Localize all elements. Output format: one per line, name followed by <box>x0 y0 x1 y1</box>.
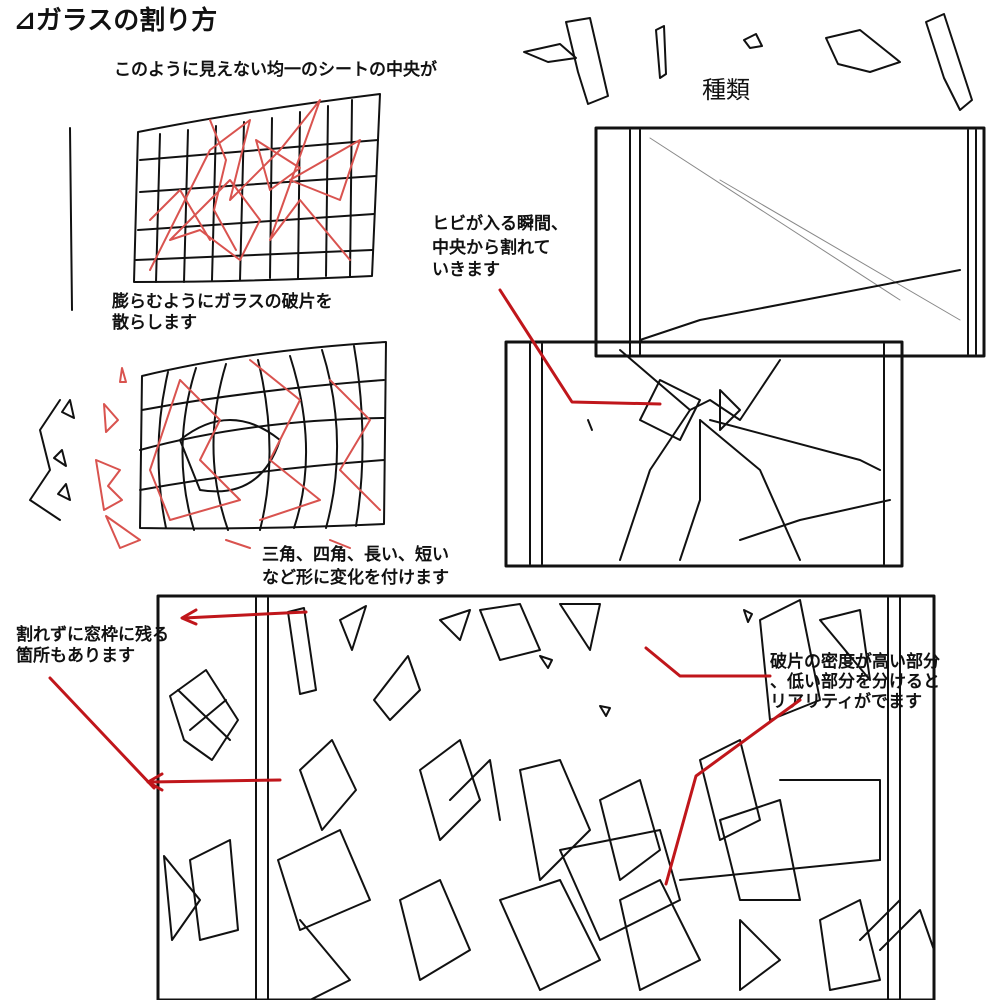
crack-callout-line <box>498 288 662 406</box>
page-title: ⊿ガラスの割り方 <box>14 6 218 36</box>
density-callout-low <box>664 698 802 886</box>
window-cracking <box>504 340 904 568</box>
note-crack-line1: ヒビが入る瞬間、 <box>432 214 568 234</box>
sheet-grid-bottom <box>29 341 387 531</box>
red-callout-lines <box>48 288 802 886</box>
note-crack-line2: 中央から割れて <box>432 238 551 258</box>
note-density-line3: リアリティがでます <box>770 692 922 712</box>
note-scatter-line1: 膨らむようにガラスの破片を <box>112 292 333 312</box>
note-crack-line3: いきます <box>432 260 500 280</box>
frame-callout-line <box>48 676 156 790</box>
frame-arrow-top-head <box>180 608 198 626</box>
sheet-grid-top <box>69 93 381 311</box>
types-label: 種類 <box>702 76 750 104</box>
note-frame-line2: 箇所もあります <box>16 646 135 666</box>
title-underline <box>14 40 270 42</box>
window-before <box>594 126 986 358</box>
note-frame-line1: 割れずに窓枠に残る <box>16 625 169 645</box>
sheet-grid-bottom-red <box>95 359 381 549</box>
note-shapes-line2: など形に変化を付けます <box>262 568 449 588</box>
note-density-line2: 、低い部分を分けると <box>770 672 940 692</box>
frame-arrow-bottom-head <box>146 772 164 792</box>
note-scatter-line2: 散らします <box>112 313 197 333</box>
fragment-type-samples <box>523 13 973 111</box>
frame-arrow-top <box>182 610 308 620</box>
note-shapes-line1: 三角、四角、長い、短い <box>262 545 449 565</box>
window-shattered <box>156 594 936 1000</box>
sheet-grid-top-red <box>149 99 361 271</box>
density-callout-high <box>644 646 772 678</box>
frame-arrow-bottom <box>148 778 282 784</box>
note-sheet-intro: このように見えない均一のシートの中央が <box>114 60 437 80</box>
